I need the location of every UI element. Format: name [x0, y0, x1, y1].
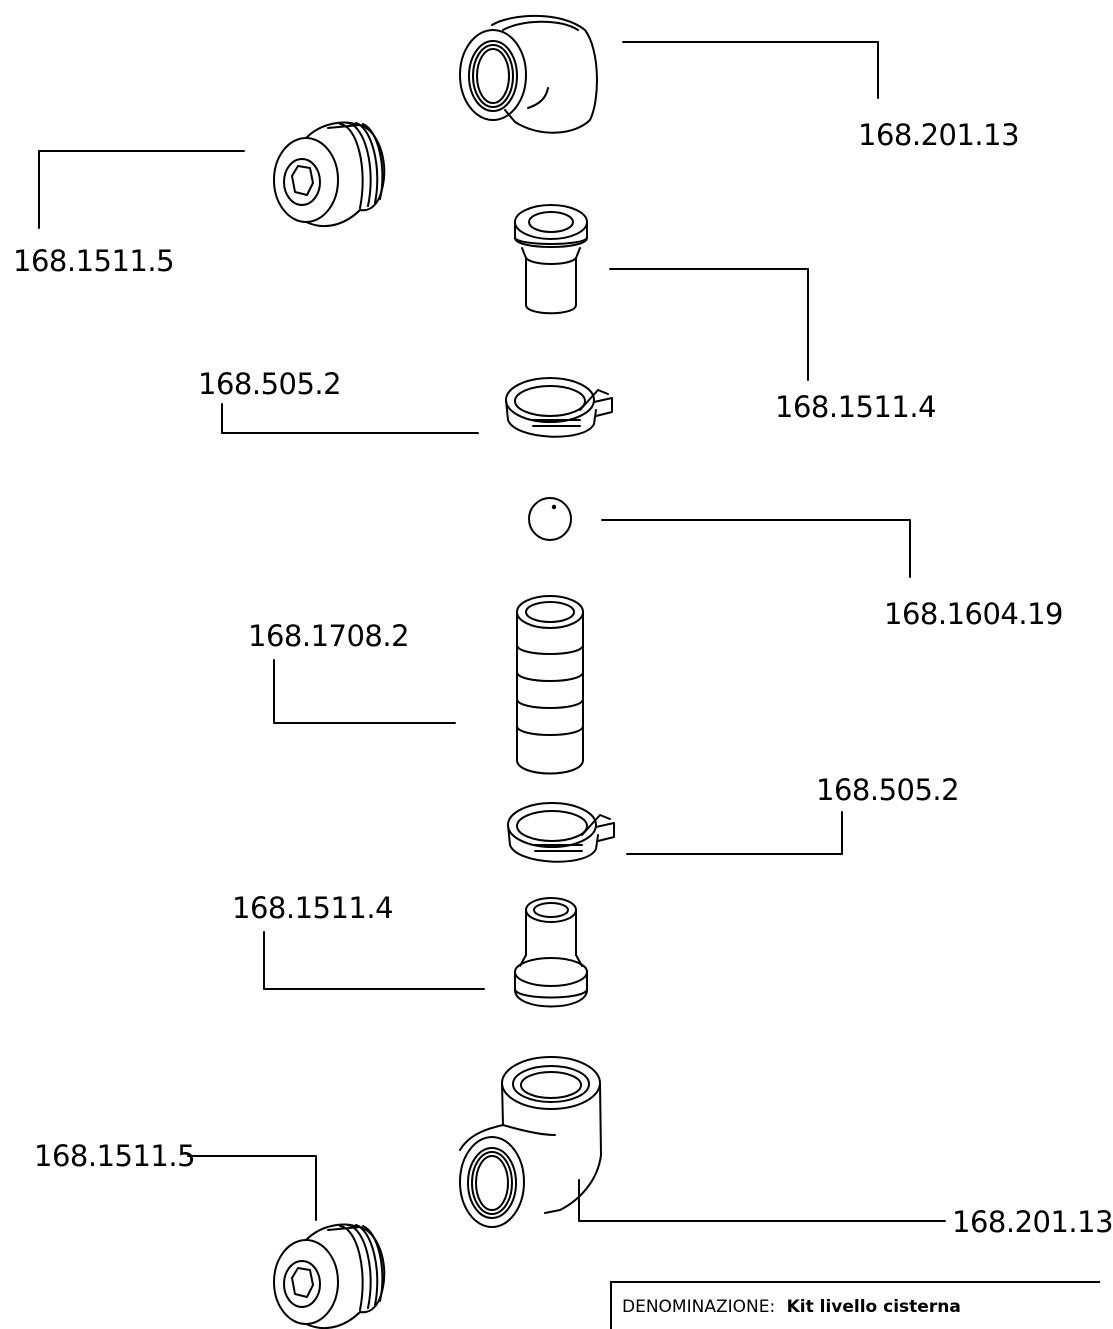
- elbow-fitting-bottom: [460, 1057, 601, 1227]
- title-block-value: Kit livello cisterna: [786, 1297, 961, 1317]
- leader-nipple-top: [610, 269, 808, 380]
- hose-nipple-bottom: [515, 898, 587, 1007]
- leader-clamp-bottom: [627, 812, 842, 854]
- hose-nipple-top: [515, 205, 587, 313]
- leader-elbow-bottom: [579, 1180, 945, 1221]
- part-label-plug-bottom: 168.1511.5: [34, 1139, 196, 1173]
- leader-nipple-bottom: [264, 932, 484, 989]
- leader-clamp-top: [222, 404, 478, 433]
- hex-plug-top: [274, 123, 384, 227]
- leader-elbow-top: [623, 42, 878, 98]
- leader-hose: [274, 660, 455, 723]
- leader-plug-top: [39, 151, 244, 228]
- title-block: DENOMINAZIONE: Kit livello cisterna: [610, 1281, 1100, 1329]
- leader-lines: [39, 42, 945, 1221]
- hose-clamp-bottom: [508, 803, 614, 862]
- leader-ball: [602, 520, 910, 577]
- part-label-hose: 168.1708.2: [248, 619, 410, 653]
- part-label-clamp-top: 168.505.2: [198, 367, 342, 401]
- part-label-elbow-top: 168.201.13: [858, 118, 1020, 152]
- hose-segment: [517, 596, 583, 774]
- part-label-plug-top: 168.1511.5: [13, 244, 175, 278]
- hose-clamp-top: [506, 378, 612, 437]
- part-label-elbow-bottom: 168.201.13: [952, 1205, 1113, 1239]
- leader-plug-bottom: [188, 1156, 316, 1220]
- part-label-ball: 168.1604.19: [884, 597, 1064, 631]
- part-label-nipple-bottom: 168.1511.4: [232, 891, 394, 925]
- float-ball: [529, 498, 571, 540]
- part-label-nipple-top: 168.1511.4: [775, 390, 937, 424]
- title-block-key: DENOMINAZIONE:: [622, 1297, 776, 1317]
- part-label-clamp-bottom: 168.505.2: [816, 773, 960, 807]
- elbow-fitting-top: [460, 16, 597, 133]
- hex-plug-bottom: [274, 1225, 384, 1329]
